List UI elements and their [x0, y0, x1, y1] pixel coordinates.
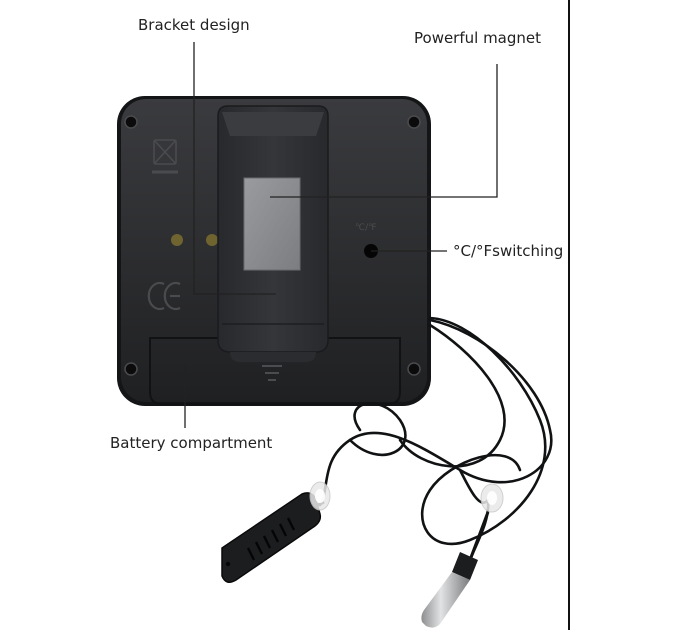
powerful-magnet-label: Powerful magnet — [414, 29, 542, 47]
suction-cups — [309, 481, 504, 513]
temperature-probe — [421, 511, 490, 628]
external-sensor-head — [221, 492, 325, 583]
cf-switching-label: °C/°Fswitching — [453, 242, 564, 260]
ce-mark-icon — [147, 281, 181, 311]
battery-compartment-label: Battery compartment — [110, 434, 273, 452]
battery-cover — [149, 337, 401, 405]
frame-border — [568, 0, 570, 630]
leader-lines — [184, 42, 498, 428]
magnet-plate — [243, 177, 301, 271]
contact-pins — [171, 234, 218, 246]
bracket-design-label: Bracket design — [138, 16, 250, 34]
screw-icons — [124, 115, 421, 376]
cf-marking: ℃/℉ — [355, 223, 377, 233]
recycle-bin-icon — [152, 139, 178, 174]
